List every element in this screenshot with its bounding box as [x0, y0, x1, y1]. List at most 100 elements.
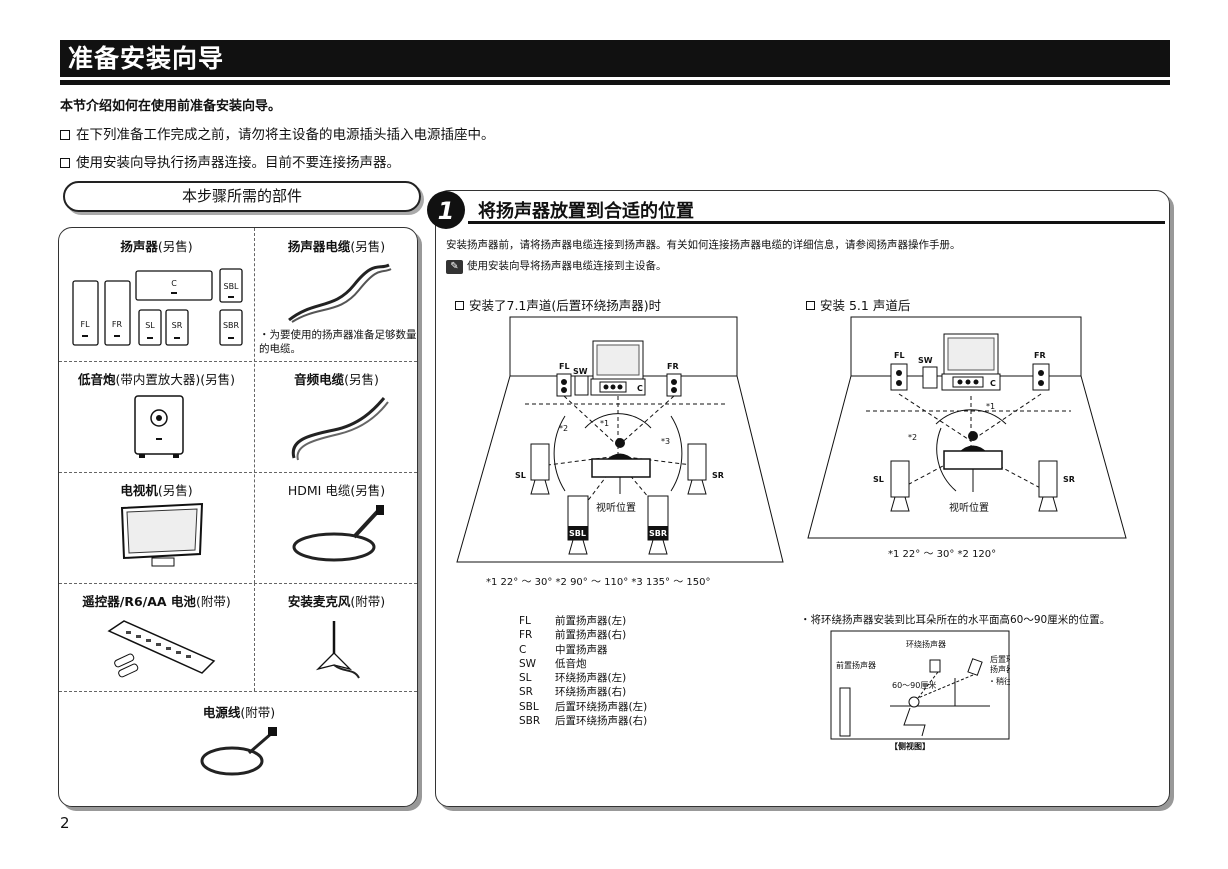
mark-3: *3 [661, 437, 670, 446]
part-tag: (另售) [350, 239, 386, 254]
label-sw: SW [918, 356, 933, 365]
part-name: 扬声器 [120, 239, 158, 254]
label-c: C [637, 384, 643, 393]
speaker-label: FL [80, 320, 90, 329]
step-title: 将扬声器放置到合适的位置 [478, 201, 694, 222]
part-tag: (另售) [350, 483, 386, 498]
side-front-label: 前置扬声器 [836, 660, 876, 670]
speaker-label: SL [145, 321, 155, 330]
step-tip: ✎使用安装向导将扬声器电缆连接到主设备。 [446, 258, 667, 274]
mark-2: *2 [559, 424, 568, 433]
speaker-label: SBR [223, 321, 240, 330]
side-rear-label-2: 扬声器 [990, 664, 1010, 674]
layout51-diagram: FL SW C FR SL SR *1 *2 视听位置 [807, 316, 1127, 539]
listening-position: 视听位置 [596, 501, 636, 514]
tv-illustration [120, 502, 204, 567]
part-tag: (另售) [344, 372, 379, 387]
part-audio-cable: 音频电缆(另售) [254, 369, 417, 388]
mark-1: *1 [600, 419, 609, 428]
part-speakers: 扬声器(另售) [59, 236, 254, 255]
power-cord-illustration [200, 727, 277, 776]
part-name: 音频电缆 [294, 372, 345, 387]
parts-panel: 扬声器(另售) FL FR C SL SR SBL SBR 扬声器电缆(另售) … [58, 227, 418, 807]
part-tv: 电视机(另售) [59, 480, 254, 499]
label-sr: SR [712, 471, 724, 480]
part-tag: (附带) [195, 594, 231, 609]
part-tag: (附带) [350, 594, 386, 609]
column-divider [254, 228, 255, 583]
subwoofer-illustration [134, 395, 184, 458]
speaker-cable-note: ・为要使用的扬声器准备足够数量的电缆。 [259, 329, 417, 355]
note-1: 在下列准备工作完成之前，请勿将主设备的电源插头插入电源插座中。 [60, 123, 495, 143]
part-mic: 安装麦克风(附带) [254, 591, 417, 610]
label-fl: FL [559, 362, 570, 371]
label-fl: FL [894, 351, 905, 360]
part-name: 遥控器/R6/AA 电池 [82, 594, 196, 609]
part-name: 扬声器电缆 [287, 239, 351, 254]
part-remote: 遥控器/R6/AA 电池(附带) [59, 591, 254, 610]
label-c: C [990, 379, 996, 388]
speaker-label: SBL [223, 282, 239, 291]
note-1-text: 在下列准备工作完成之前，请勿将主设备的电源插头插入电源插座中。 [76, 127, 495, 143]
step-number-badge: 1 [427, 191, 465, 229]
part-speaker-cable: 扬声器电缆(另售) [254, 236, 417, 255]
speakers-illustration: FL FR C SL SR SBL SBR [72, 268, 243, 346]
mark-2: *2 [908, 433, 917, 442]
layout71-title-text: 安装了7.1声道(后置环绕扬声器)时 [469, 298, 662, 313]
part-name: 电视机 [120, 483, 158, 498]
step-underline [468, 221, 1165, 224]
layout51-title-text: 安装 5.1 声道后 [820, 298, 911, 313]
part-name: 电源线 [202, 705, 241, 720]
title-underline [60, 80, 1170, 85]
mic-illustration [315, 621, 360, 679]
note-2-text: 使用安装向导执行扬声器连接。目前不要连接扬声器。 [76, 155, 400, 171]
side-tilt-label: ・稍往下倾斜 [988, 676, 1010, 686]
label-sl: SL [873, 475, 884, 484]
label-fr: FR [667, 362, 679, 371]
side-view-diagram: 环绕扬声器 前置扬声器 后置环绕 扬声器 60～90厘米 ・稍往下倾斜 【侧视图… [830, 630, 1010, 751]
checkbox-icon [60, 130, 70, 140]
part-power-cord: 电源线(附带) [59, 702, 417, 721]
side-height-label: 60～90厘米 [892, 680, 936, 690]
step-panel [435, 190, 1170, 807]
part-name: HDMI 电缆 [287, 483, 351, 498]
part-tag: (附带) [240, 705, 276, 720]
hdmi-cable-illustration [292, 505, 384, 562]
part-tag: (带内置放大器)(另售) [115, 372, 236, 387]
step-tip-text: 使用安装向导将扬声器电缆连接到主设备。 [467, 260, 667, 272]
listening-position: 视听位置 [949, 501, 989, 514]
label-sr: SR [1063, 475, 1075, 484]
audio-cable-illustration [291, 397, 389, 461]
row-divider [59, 691, 417, 692]
label-fr: FR [1034, 351, 1046, 360]
page-title: 准备安装向导 [60, 40, 1170, 77]
layout71-angles: *1 22° ～ 30° *2 90° ～ 110° *3 135° ～ 150… [486, 577, 711, 588]
page-number: 2 [60, 814, 70, 832]
speaker-label: FR [112, 320, 123, 329]
note-2: 使用安装向导执行扬声器连接。目前不要连接扬声器。 [60, 151, 400, 171]
label-sw: SW [573, 367, 588, 376]
step-number: 1 [438, 197, 455, 225]
column-divider [254, 583, 255, 691]
layout71-diagram: FL SW C FR SL SR SBL SBR *1 *2 *3 视听位置 [456, 316, 784, 563]
remote-illustration [107, 620, 216, 678]
height-note: ・将环绕扬声器安装到比耳朵所在的水平面高60～90厘米的位置。 [800, 614, 1111, 626]
step-description: 安装扬声器前，请将扬声器电缆连接到扬声器。有关如何连接扬声器电缆的详细信息，请参… [446, 239, 961, 251]
row-divider [59, 583, 417, 584]
checkbox-icon [806, 301, 815, 310]
part-tag: (另售) [157, 239, 193, 254]
side-surround-label: 环绕扬声器 [906, 639, 946, 649]
side-view-caption: 【侧视图】 [890, 741, 930, 751]
label-sbr: SBR [649, 529, 667, 538]
part-name: 安装麦克风 [287, 594, 351, 609]
label-sl: SL [515, 471, 526, 480]
speaker-label: C [171, 279, 177, 288]
part-hdmi-cable: HDMI 电缆(另售) [254, 480, 417, 499]
